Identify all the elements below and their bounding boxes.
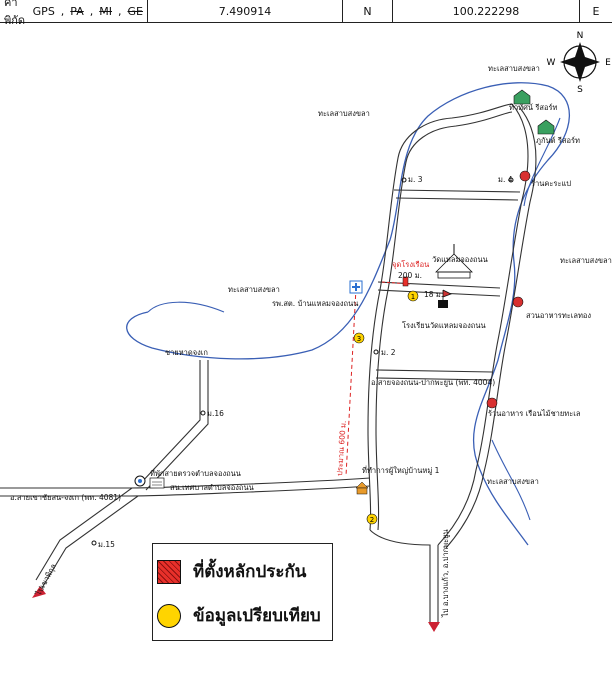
label-road-4004: อ.สายจองถนน-ปากพะยูน (พท. 4004) bbox=[371, 378, 495, 387]
lake-label-right: ทะเลสาบสงขลา bbox=[560, 256, 612, 265]
lake-shoreline-east bbox=[491, 117, 561, 521]
restaurant-icon bbox=[486, 397, 498, 409]
lake-label-lower-right: ทะเลสาบสงขลา bbox=[487, 477, 539, 486]
system-pa: PA bbox=[70, 4, 84, 18]
school-icon bbox=[438, 289, 452, 308]
lake-label-left: ทะเลสาบสงขลา bbox=[228, 285, 280, 294]
road-to-khao-phikul bbox=[35, 487, 139, 589]
shop-icon bbox=[519, 170, 531, 182]
arrow-to-khao-phikul bbox=[32, 586, 46, 598]
system-gps: GPS bbox=[32, 4, 55, 18]
coordinate-header: ค่าพิกัด GPS , PA , MI , GE 7.490914 N 1… bbox=[0, 0, 612, 27]
svg-text:3: 3 bbox=[357, 335, 361, 343]
label-restaurant: ร้านอาหาร เรือนไม้ชายทะเล bbox=[488, 409, 580, 418]
comparable-marker-1: 1 bbox=[407, 290, 419, 302]
compass-icon: N S W E bbox=[547, 31, 612, 95]
road-4004 bbox=[375, 369, 493, 381]
peninsula-road-east-edge bbox=[445, 107, 537, 549]
compass-e: E bbox=[605, 58, 611, 68]
lake-label-top: ทะเลสาบสงขลา bbox=[488, 64, 540, 73]
distance-line-600 bbox=[345, 287, 357, 477]
legend-comparable-swatch bbox=[157, 603, 181, 628]
milestone-icon-m16 bbox=[200, 410, 206, 416]
label-village-office: ที่ทำการผู้ใหญ่บ้านหมู่ 1 bbox=[362, 465, 440, 475]
resort2-icon bbox=[537, 119, 555, 135]
cross-road-north bbox=[393, 189, 521, 201]
label-resort2: ภูกันต์ รีสอร์ท bbox=[536, 136, 580, 145]
peninsula-road-west bbox=[367, 103, 513, 531]
label-distance-200: 200 ม. bbox=[398, 271, 422, 280]
milestone-icon-m15 bbox=[91, 540, 97, 546]
milestone-icon-m3 bbox=[401, 177, 407, 183]
temple-icon bbox=[435, 244, 473, 279]
label-distance-600: ประมาณ 600 ม. bbox=[335, 420, 348, 476]
hospital-icon bbox=[349, 280, 363, 294]
lake-shoreline-inner bbox=[147, 301, 225, 313]
road-south bbox=[369, 529, 439, 625]
compass-n: N bbox=[577, 31, 584, 41]
label-distance-18: 18 ม. bbox=[424, 290, 443, 299]
police-icon bbox=[134, 475, 146, 487]
comparable-marker-2: 2 bbox=[366, 513, 378, 525]
peninsula-road-east bbox=[437, 103, 529, 546]
label-temple: วัดแหลมจองถนน bbox=[432, 255, 488, 264]
label-moo15: ม.15 bbox=[98, 540, 115, 549]
location-map: N S W E 1 3 2 ทะเลสาบสงขลา ทะเลสาบสงขลา … bbox=[0, 31, 612, 632]
arrow-to-bangkaeo bbox=[428, 622, 440, 632]
label-shore: ชายหาดจงเก bbox=[165, 348, 208, 357]
legend-subject-swatch bbox=[157, 559, 181, 584]
legend-subject-label: ที่ตั้งหลักประกัน bbox=[193, 562, 307, 582]
label-moo16: ม.16 bbox=[207, 409, 224, 418]
label-moo2: ม. 2 bbox=[381, 348, 396, 357]
map-legend: ที่ตั้งหลักประกัน ข้อมูลเปรียบเทียบ bbox=[152, 543, 333, 641]
system-ge: GE bbox=[127, 4, 143, 18]
road-shore bbox=[139, 360, 209, 491]
label-subject: จุดโรงเรือน bbox=[392, 260, 429, 269]
compass-s: S bbox=[577, 85, 583, 95]
garden-icon bbox=[512, 296, 524, 308]
label-moo4: ม. 4 bbox=[498, 175, 513, 184]
label-police: ที่พักสายตรวจตำบลจองถนน bbox=[150, 468, 241, 478]
coordinate-label: ค่าพิกัด bbox=[4, 0, 26, 27]
svg-text:1: 1 bbox=[411, 293, 415, 301]
label-to-khao-phikul: ไปเขาพิกุล bbox=[33, 562, 58, 598]
legend-subject-row: ที่ตั้งหลักประกัน bbox=[157, 558, 306, 585]
label-shop: ร้านคะระแป bbox=[531, 179, 571, 188]
longitude-value: 100.222298 bbox=[393, 0, 580, 22]
label-school: โรงเรียนวัดแหลมจองถนน bbox=[402, 321, 486, 330]
compass-w: W bbox=[547, 58, 556, 68]
label-resort1: ทิวทัศน์ รีสอร์ท bbox=[509, 103, 558, 112]
label-to-bangkaeo: ไป อ.บางแก้ว, อ.ปากพะยูน bbox=[441, 529, 450, 618]
village-office-icon bbox=[355, 481, 369, 495]
milestone-icon-m4 bbox=[508, 177, 514, 183]
label-moo3: ม. 3 bbox=[408, 175, 423, 184]
lake-shoreline bbox=[126, 82, 570, 546]
sao-icon bbox=[149, 477, 165, 489]
system-mi: MI bbox=[99, 4, 113, 18]
coordinate-label-cell: ค่าพิกัด GPS , PA , MI , GE bbox=[0, 0, 148, 27]
legend-comparable-label: ข้อมูลเปรียบเทียบ bbox=[193, 606, 321, 626]
legend-comparable-row: ข้อมูลเปรียบเทียบ bbox=[157, 602, 321, 629]
label-road-4081: อ.สายเขาชัยสน-จงเก (พท. 4081) bbox=[10, 493, 121, 502]
comparable-marker-3: 3 bbox=[353, 332, 365, 344]
longitude-direction: E bbox=[592, 4, 600, 18]
label-hospital: รพ.สต. บ้านแหลมจองถนน bbox=[272, 299, 358, 308]
resort-icon bbox=[513, 89, 531, 105]
peninsula-road-west-edge bbox=[375, 111, 513, 531]
lake-label-upper-left: ทะเลสาบสงขลา bbox=[318, 109, 370, 118]
latitude-direction: N bbox=[343, 0, 393, 22]
label-sao: สน.เทศบาลตำบลจองถนน bbox=[170, 483, 254, 492]
milestone-icon-m2 bbox=[373, 349, 379, 355]
svg-text:2: 2 bbox=[370, 516, 374, 524]
label-garden: สวนอาหารทะเลทอง bbox=[526, 311, 591, 320]
latitude-value: 7.490914 bbox=[148, 0, 343, 22]
subject-property-marker bbox=[402, 276, 409, 287]
